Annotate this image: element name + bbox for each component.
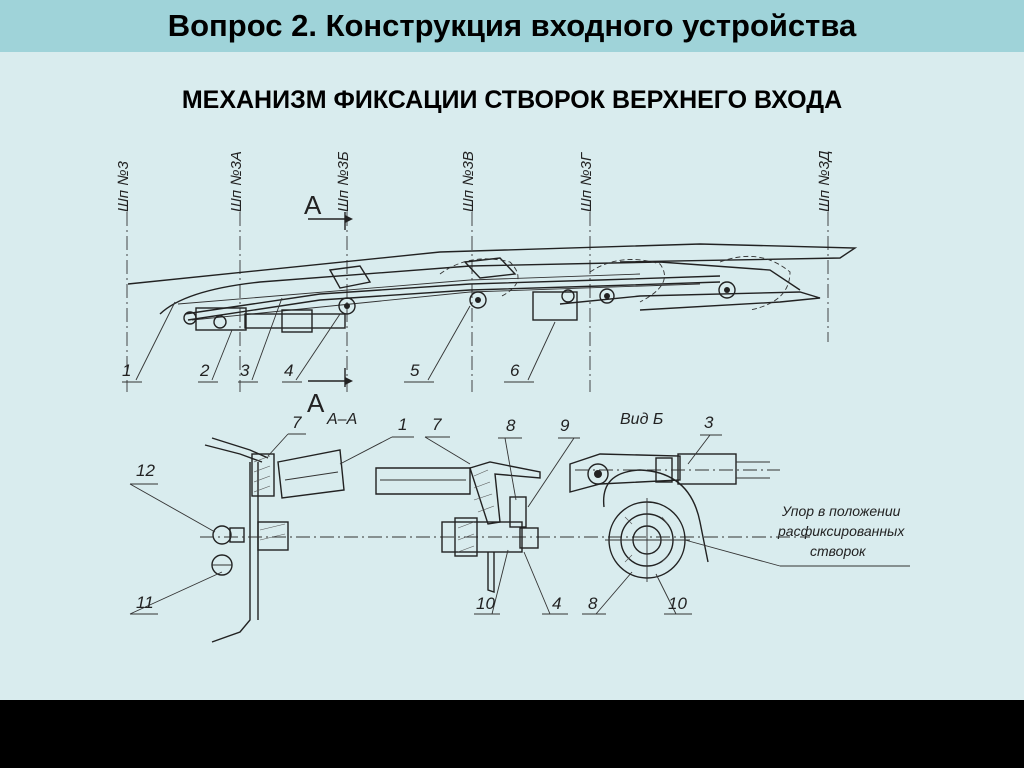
note-line: Упор в положении — [781, 503, 901, 519]
section-marker-bottom: А А–А — [307, 368, 357, 428]
frame-labels: Шп №3 Шп №3А Шп №3Б Шп №3В Шп №3Г Шп №3Д — [115, 150, 833, 212]
slide-content: МЕХАНИЗМ ФИКСАЦИИ СТВОРОК ВЕРХНЕГО ВХОДА… — [0, 52, 1024, 700]
callout-label: 8 — [506, 416, 516, 435]
callout-label: 7 — [292, 413, 302, 432]
frame-axes — [126, 212, 829, 392]
frame-label: Шп №3В — [460, 151, 477, 212]
frame-label: Шп №3Г — [578, 151, 595, 212]
mechanism-top-view — [127, 243, 858, 333]
frame-label: Шп №3Д — [816, 150, 833, 212]
slide-subtitle: МЕХАНИЗМ ФИКСАЦИИ СТВОРОК ВЕРХНЕГО ВХОДА — [181, 86, 843, 114]
callout-label: 2 — [199, 361, 210, 380]
callout-label: 6 — [510, 361, 520, 380]
frame-label: Шп №3 — [115, 161, 132, 212]
callout-label: 8 — [588, 594, 598, 613]
callout-label: 10 — [476, 594, 495, 613]
callout-label: 5 — [410, 361, 420, 380]
callout-label: 4 — [284, 361, 293, 380]
callout-label: 11 — [136, 593, 154, 612]
bottom-bar — [0, 700, 1024, 768]
section-a-a: 12 11 1 7 7 8 10 4 9 — [129, 413, 810, 643]
svg-text:А: А — [307, 388, 325, 418]
note-line: створок — [810, 543, 867, 559]
callout-label: 3 — [704, 413, 714, 432]
callout-label: 12 — [136, 461, 155, 480]
section-marker-top: А — [304, 190, 353, 230]
callout-label: 9 — [560, 416, 570, 435]
callout-label: 1 — [122, 361, 131, 380]
frame-label: Шп №3Б — [335, 151, 352, 212]
slide-title: Вопрос 2. Конструкция входного устройств… — [167, 8, 857, 43]
note-line: расфиксированных — [777, 523, 905, 539]
frame-label: Шп №3А — [228, 151, 245, 212]
callout-label: 4 — [552, 594, 561, 613]
view-label: Вид Б — [620, 411, 663, 428]
view-b: Вид Б 3 8 — [569, 411, 910, 615]
top-view-callouts: 1 2 3 4 5 6 — [122, 297, 556, 383]
svg-text:А: А — [304, 190, 322, 220]
title-bar: Вопрос 2. Конструкция входного устройств… — [0, 0, 1024, 52]
callout-label: 3 — [240, 361, 250, 380]
callout-label: 1 — [398, 415, 407, 434]
section-label: А–А — [326, 411, 357, 428]
callout-label: 10 — [668, 594, 687, 613]
callout-label: 7 — [432, 415, 442, 434]
technical-drawing: Шп №3 Шп №3А Шп №3Б Шп №3В Шп №3Г Шп №3Д… — [115, 150, 910, 643]
